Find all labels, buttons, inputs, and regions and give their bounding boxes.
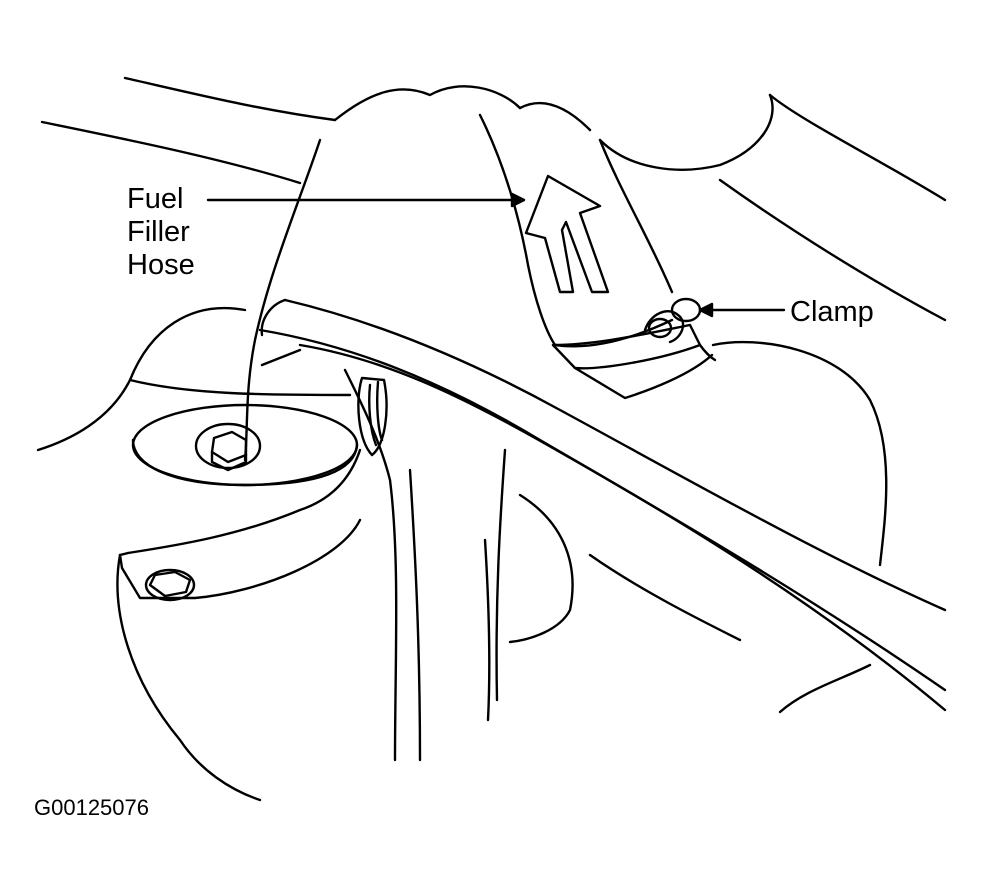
label-line-fuel: Fuel — [127, 183, 184, 215]
fuel-filler-hose — [478, 113, 674, 348]
rubber-bushing — [357, 376, 388, 457]
figure-id: G00125076 — [34, 795, 149, 820]
label-line-filler: Filler — [127, 216, 190, 248]
direction-arrow — [524, 174, 610, 294]
hose-bracket — [573, 340, 888, 714]
leader-lines — [206, 192, 786, 318]
label-line-hose: Hose — [127, 249, 195, 281]
tank-strap — [118, 518, 362, 602]
fuel-tank — [36, 138, 742, 802]
tank-strap-washer — [131, 403, 359, 487]
hose-clamp — [551, 297, 702, 370]
fuel-filler-hose-label: Fuel Filler Hose — [127, 183, 195, 282]
crossmember — [258, 298, 947, 712]
underbody-panel — [40, 76, 947, 322]
clamp-label: Clamp — [790, 296, 874, 328]
